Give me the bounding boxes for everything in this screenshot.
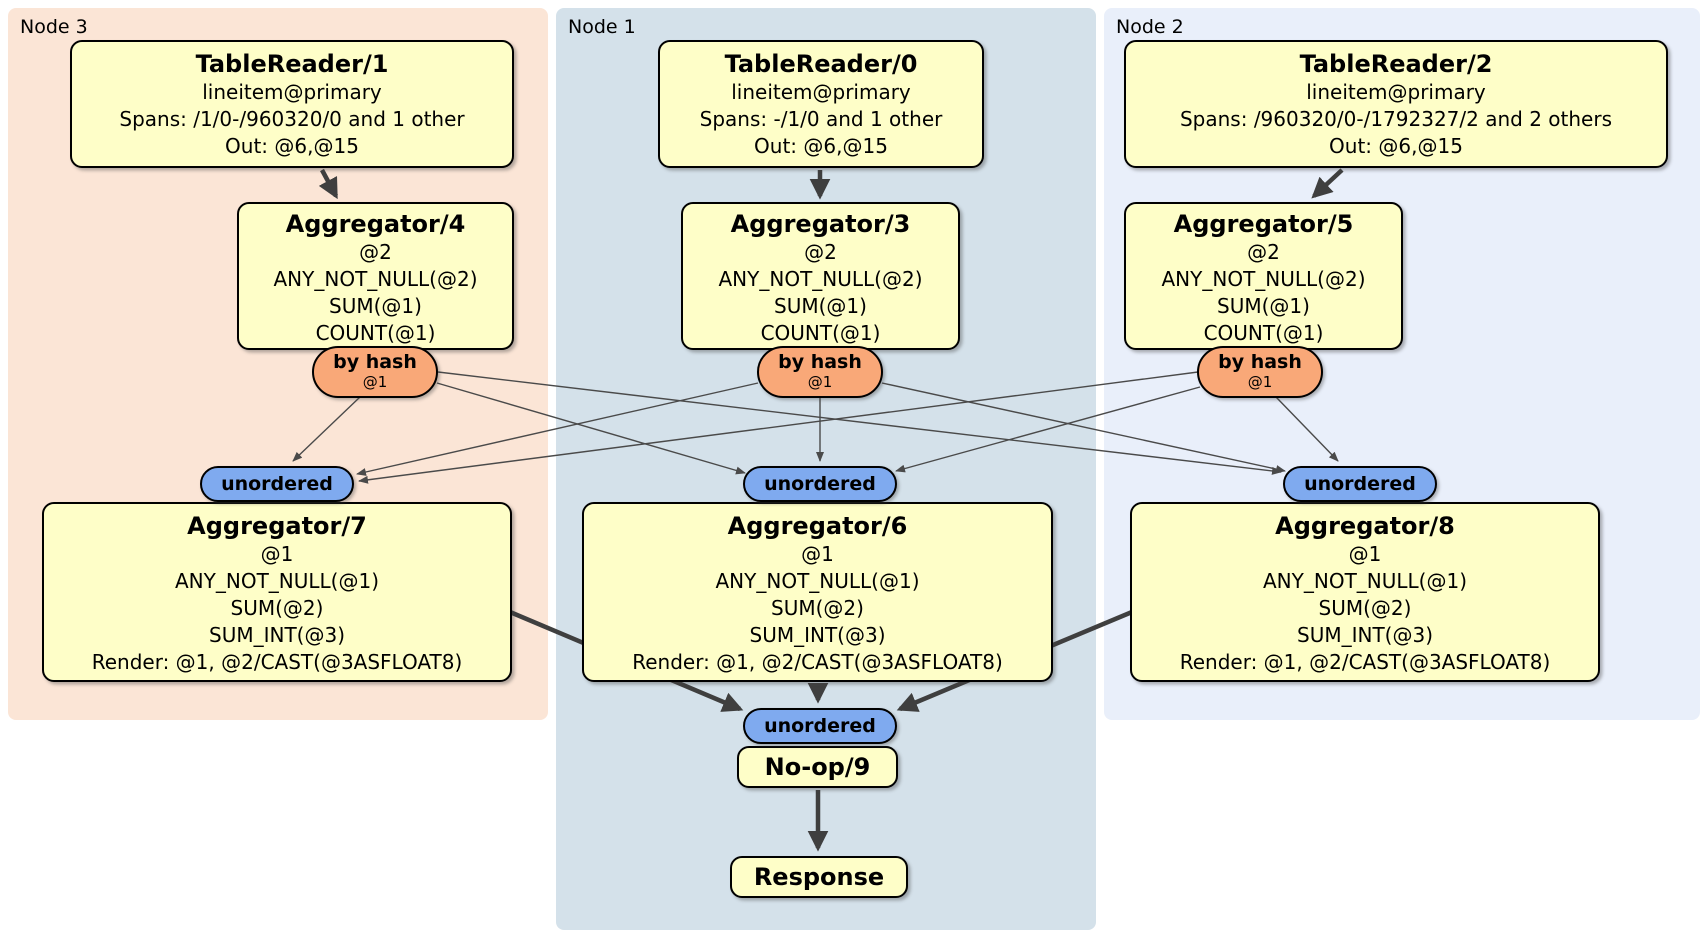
box-line: lineitem@primary <box>1306 80 1486 104</box>
box-line: SUM(@2) <box>771 596 864 620</box>
box-line: lineitem@primary <box>731 80 911 104</box>
box-line: ANY_NOT_NULL(@2) <box>273 267 478 291</box>
response-box: Response <box>730 856 908 898</box>
box-line: Render: @1, @2/CAST(@3ASFLOAT8) <box>632 650 1003 674</box>
aggregator-6-box: Aggregator/6 @1 ANY_NOT_NULL(@1) SUM(@2)… <box>582 502 1053 682</box>
router-label: by hash <box>1218 351 1302 373</box>
by-hash-router-node1: by hash @1 <box>757 346 883 398</box>
box-title: Aggregator/8 <box>1275 512 1455 540</box>
box-line: lineitem@primary <box>202 80 382 104</box>
box-line: ANY_NOT_NULL(@2) <box>1161 267 1366 291</box>
unordered-stream-node1: unordered <box>743 466 897 502</box>
box-line: ANY_NOT_NULL(@1) <box>715 569 920 593</box>
tablereader-2-box: TableReader/2 lineitem@primary Spans: /9… <box>1124 40 1668 168</box>
by-hash-router-node2: by hash @1 <box>1197 346 1323 398</box>
node1-region-label: Node 1 <box>568 16 636 38</box>
box-title: TableReader/1 <box>195 50 389 78</box>
tablereader-1-box: TableReader/1 lineitem@primary Spans: /1… <box>70 40 514 168</box>
box-line: SUM_INT(@3) <box>1297 623 1433 647</box>
box-title: No-op/9 <box>764 753 871 781</box>
box-title: Aggregator/7 <box>187 512 367 540</box>
box-line: @2 <box>804 240 837 264</box>
box-line: Spans: /1/0-/960320/0 and 1 other <box>119 107 465 131</box>
stream-label: unordered <box>764 715 876 737</box>
box-title: Aggregator/6 <box>727 512 908 540</box>
box-line: @1 <box>801 542 834 566</box>
box-line: SUM(@1) <box>774 294 867 318</box>
unordered-stream-node2: unordered <box>1283 466 1437 502</box>
box-title: TableReader/2 <box>1299 50 1493 78</box>
stream-label: unordered <box>1304 473 1416 495</box>
final-unordered-stream: unordered <box>743 708 897 744</box>
box-line: @2 <box>359 240 392 264</box>
tablereader-0-box: TableReader/0 lineitem@primary Spans: -/… <box>658 40 984 168</box>
box-line: Out: @6,@15 <box>754 134 888 158</box>
box-line: Spans: /960320/0-/1792327/2 and 2 others <box>1179 107 1612 131</box>
box-line: SUM(@2) <box>1318 596 1412 620</box>
noop-9-box: No-op/9 <box>737 746 898 788</box>
box-title: TableReader/0 <box>724 50 918 78</box>
stream-label: unordered <box>221 473 333 495</box>
box-line: Out: @6,@15 <box>225 134 359 158</box>
box-line: ANY_NOT_NULL(@2) <box>718 267 923 291</box>
box-line: SUM(@2) <box>230 596 324 620</box>
box-title: Aggregator/4 <box>285 210 466 238</box>
box-line: @1 <box>260 542 294 566</box>
router-key: @1 <box>807 373 833 391</box>
aggregator-5-box: Aggregator/5 @2 ANY_NOT_NULL(@2) SUM(@1)… <box>1124 202 1403 350</box>
box-line: ANY_NOT_NULL(@1) <box>175 569 379 593</box>
box-line: SUM_INT(@3) <box>749 623 886 647</box>
box-title: Response <box>753 863 885 891</box>
router-label: by hash <box>778 351 862 373</box>
box-line: Render: @1, @2/CAST(@3ASFLOAT8) <box>91 650 463 674</box>
unordered-stream-node3: unordered <box>200 466 354 502</box>
box-line: COUNT(@1) <box>315 321 436 345</box>
box-line: COUNT(@1) <box>1203 321 1324 345</box>
aggregator-8-box: Aggregator/8 @1 ANY_NOT_NULL(@1) SUM(@2)… <box>1130 502 1600 682</box>
by-hash-router-node3: by hash @1 <box>312 346 438 398</box>
box-line: SUM(@1) <box>329 294 422 318</box>
box-line: @1 <box>1348 542 1382 566</box>
aggregator-3-box: Aggregator/3 @2 ANY_NOT_NULL(@2) SUM(@1)… <box>681 202 960 350</box>
stream-label: unordered <box>764 473 876 495</box>
box-line: Spans: -/1/0 and 1 other <box>699 107 943 131</box>
node3-region-label: Node 3 <box>20 16 88 38</box>
box-line: ANY_NOT_NULL(@1) <box>1263 569 1467 593</box>
router-key: @1 <box>362 373 388 391</box>
box-line: COUNT(@1) <box>760 321 881 345</box>
box-line: @2 <box>1247 240 1280 264</box>
box-title: Aggregator/3 <box>730 210 911 238</box>
aggregator-4-box: Aggregator/4 @2 ANY_NOT_NULL(@2) SUM(@1)… <box>237 202 514 350</box>
box-line: SUM_INT(@3) <box>209 623 345 647</box>
box-title: Aggregator/5 <box>1173 210 1354 238</box>
box-line: SUM(@1) <box>1217 294 1310 318</box>
box-line: Out: @6,@15 <box>1329 134 1463 158</box>
router-label: by hash <box>333 351 417 373</box>
box-line: Render: @1, @2/CAST(@3ASFLOAT8) <box>1179 650 1551 674</box>
node2-region-label: Node 2 <box>1116 16 1184 38</box>
router-key: @1 <box>1247 373 1273 391</box>
aggregator-7-box: Aggregator/7 @1 ANY_NOT_NULL(@1) SUM(@2)… <box>42 502 512 682</box>
